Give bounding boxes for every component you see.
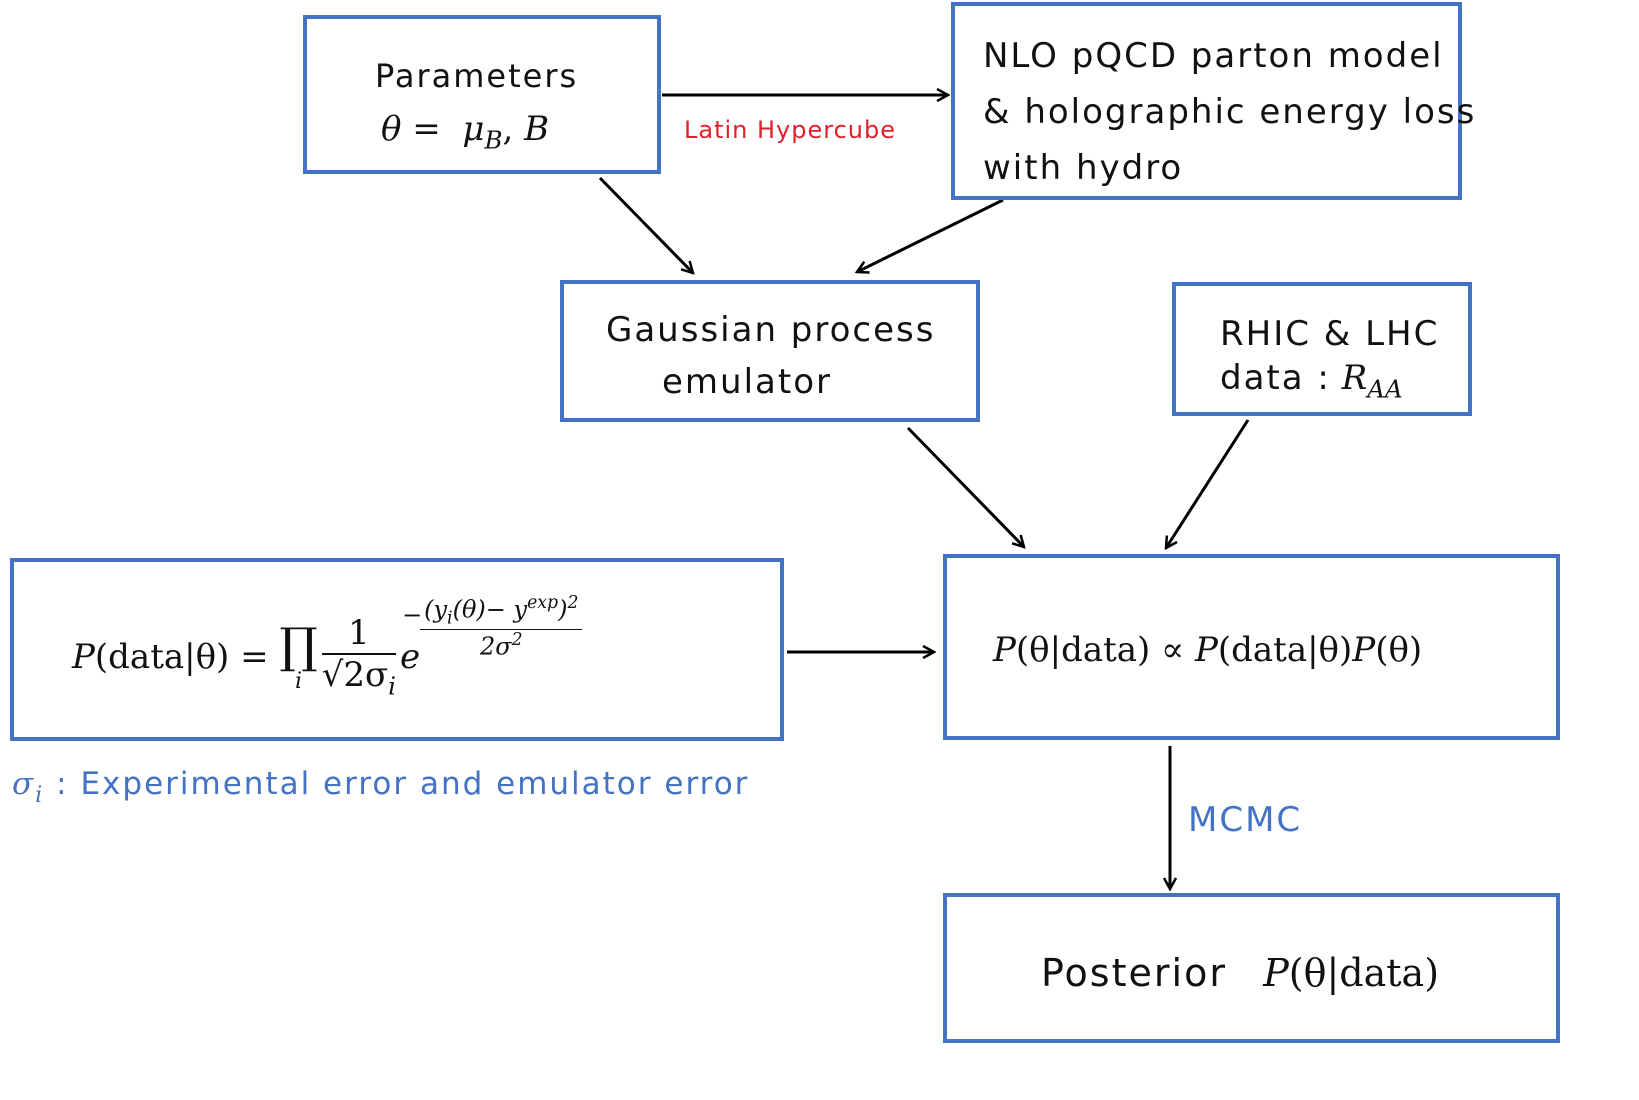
parameters-box: Parameters θ = μB, B <box>303 15 661 174</box>
likelihood-formula: P(data|θ) = ∏ i 1 √2σi e − (yi(θ)− yexp)… <box>72 592 583 722</box>
model-line-3: with hydro <box>983 148 1184 188</box>
theta-symbol: θ <box>381 109 402 149</box>
parameters-title: Parameters <box>375 57 579 95</box>
data-line-2: data : RAA <box>1220 358 1403 404</box>
r-subscript: AA <box>1367 374 1403 404</box>
sigma-symbol: σ <box>12 766 36 802</box>
arrow-emulator-to-bayes <box>906 426 1024 547</box>
exponent-numerator: (yi(θ)− yexp)2 <box>420 593 583 631</box>
exponent-minus: − <box>402 601 423 630</box>
likelihood-box: P(data|θ) = ∏ i 1 √2σi e − (yi(θ)− yexp)… <box>10 558 784 741</box>
arrow-model-to-emulator <box>857 198 1004 272</box>
sigma-note-text: : Experimental error and emulator error <box>44 766 750 802</box>
emulator-line-1: Gaussian process <box>606 310 936 350</box>
lhs-p: P <box>72 637 95 677</box>
bayes-theorem-box: P(θ|data) ∝ P(data|θ)P(θ) <box>943 554 1560 740</box>
r-symbol: R <box>1341 358 1368 398</box>
posterior-p-symbol: P <box>1263 951 1289 995</box>
mcmc-label: MCMC <box>1188 800 1303 840</box>
posterior-box: Posterior P(θ|data) <box>943 893 1560 1043</box>
equals-sign: = <box>412 109 441 149</box>
posterior-args: (θ|data) <box>1015 630 1151 670</box>
b-symbol: B <box>524 109 550 149</box>
proportional-symbol: ∝ <box>1161 630 1185 670</box>
fraction-numerator: 1 <box>321 613 396 656</box>
lhs-args: (data|θ) <box>94 637 230 677</box>
data-line-1: RHIC & LHC <box>1220 314 1440 354</box>
posterior-label: Posterior <box>1041 951 1227 995</box>
product-index: i <box>295 669 303 694</box>
likelihood-p: P <box>1194 630 1218 670</box>
raa-symbol: RAA <box>1341 358 1403 404</box>
experimental-data-box: RHIC & LHC data : RAA <box>1172 282 1472 416</box>
normalization-fraction: 1 √2σi <box>321 613 396 701</box>
posterior-args: (θ|data) <box>1288 951 1440 995</box>
posterior-text: Posterior P(θ|data) <box>1041 951 1439 995</box>
arrow-parameters-to-emulator <box>598 176 693 273</box>
sigma-annotation: σi : Experimental error and emulator err… <box>12 766 749 808</box>
exponent-denominator: 2σ2 <box>479 630 523 661</box>
equals-sign: = <box>240 637 269 677</box>
prior-args: (θ) <box>1375 630 1423 670</box>
model-box: NLO pQCD parton model & holographic ener… <box>951 2 1474 200</box>
comma: , <box>502 109 514 149</box>
data-prefix: data : <box>1220 358 1331 398</box>
mu-subscript: B <box>484 125 503 155</box>
posterior-p: P <box>993 630 1016 670</box>
model-line-1: NLO pQCD parton model <box>983 36 1444 76</box>
product-symbol: ∏ <box>279 618 318 674</box>
mu-symbol: μ <box>462 109 485 149</box>
latin-hypercube-label: Latin Hypercube <box>684 116 896 144</box>
model-line-2: & holographic energy loss <box>983 92 1477 132</box>
emulator-box: Gaussian process emulator <box>560 280 980 422</box>
fraction-denominator: √2σi <box>321 655 396 701</box>
exponent-fraction: − (yi(θ)− yexp)2 2σ2 <box>402 593 583 661</box>
product-operator: ∏ i <box>279 621 317 693</box>
arrow-data-to-bayes <box>1166 419 1250 548</box>
emulator-line-2: emulator <box>662 362 832 402</box>
prior-p: P <box>1352 630 1376 670</box>
parameters-formula: θ = μB, B <box>381 109 549 155</box>
bayes-formula: P(θ|data) ∝ P(data|θ)P(θ) <box>993 630 1422 670</box>
exp-base: e <box>400 637 421 677</box>
sigma-subscript: i <box>35 781 45 808</box>
likelihood-args: (data|θ) <box>1217 630 1353 670</box>
